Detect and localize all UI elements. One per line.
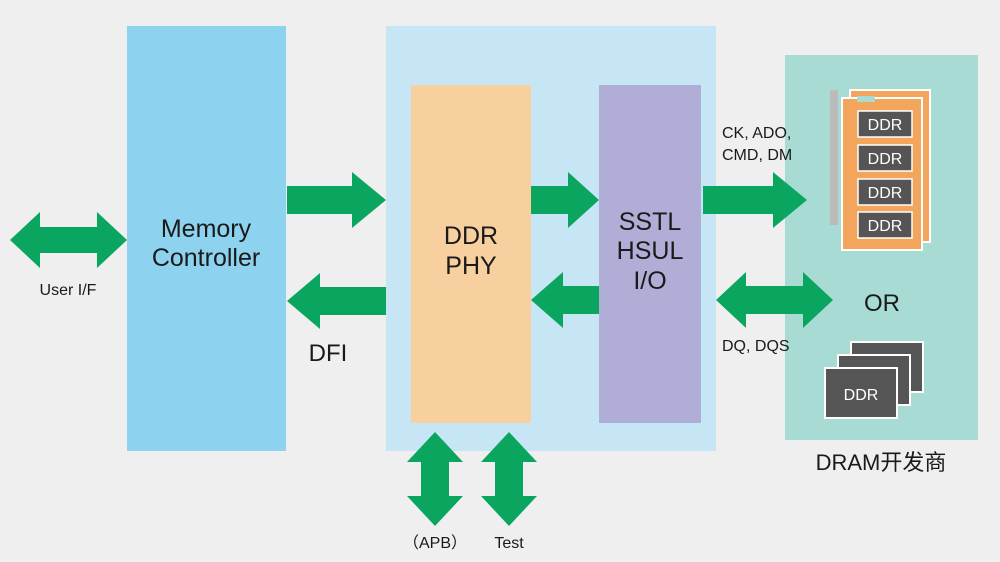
module-chip-1	[857, 110, 913, 138]
module-chip-3	[857, 178, 913, 206]
or-label: OR	[864, 290, 900, 317]
module-chip-3-label: DDR	[868, 185, 903, 202]
memory-controller-label-line1: Memory	[161, 215, 252, 243]
ck-ado-label: CK, ADO,	[722, 125, 791, 142]
dq-double-arrow-icon	[716, 272, 833, 328]
sstl-label: SSTL	[619, 208, 682, 236]
hsul-label: HSUL	[617, 237, 684, 265]
apb-vertical-double-arrow-icon	[407, 432, 463, 526]
package-chip-label: DDR	[844, 387, 879, 404]
dram-vendor-label: DRAM开发商	[816, 450, 947, 475]
module-chip-2-label: DDR	[868, 151, 903, 168]
ddr-phy-label-line1: DDR	[444, 222, 498, 250]
memory-controller-label-line2: Controller	[152, 244, 260, 272]
phy-to-mc-left-arrow-icon	[287, 273, 386, 329]
ddr-phy-block	[411, 85, 531, 423]
apb-label: （APB）	[403, 534, 467, 552]
memory-module-icon: DDR DDR DDR DDR	[830, 89, 931, 251]
ddr-phy-label-line2: PHY	[445, 252, 497, 280]
user-if-double-arrow-icon	[10, 212, 127, 268]
io-label: I/O	[633, 267, 666, 295]
dfi-label: DFI	[309, 340, 348, 367]
module-chip-1-label: DDR	[868, 117, 903, 134]
io-to-dram-right-arrow-icon	[703, 172, 807, 228]
module-chip-4-label: DDR	[868, 218, 903, 235]
user-if-label: User I/F	[40, 282, 97, 299]
module-chip-4	[857, 211, 913, 239]
sstl-io-block	[599, 85, 701, 423]
dq-dqs-label: DQ, DQS	[722, 338, 790, 355]
chip-stack-icon: DDR	[824, 341, 924, 419]
cmd-dm-label: CMD, DM	[722, 147, 792, 164]
module-chip-2	[857, 144, 913, 172]
io-to-phy-left-arrow-icon	[531, 272, 599, 328]
memory-controller-block	[127, 26, 286, 451]
test-label: Test	[494, 535, 524, 552]
phy-to-io-right-arrow-icon	[531, 172, 599, 228]
mc-to-phy-right-arrow-icon	[287, 172, 386, 228]
test-vertical-double-arrow-icon	[481, 432, 537, 526]
